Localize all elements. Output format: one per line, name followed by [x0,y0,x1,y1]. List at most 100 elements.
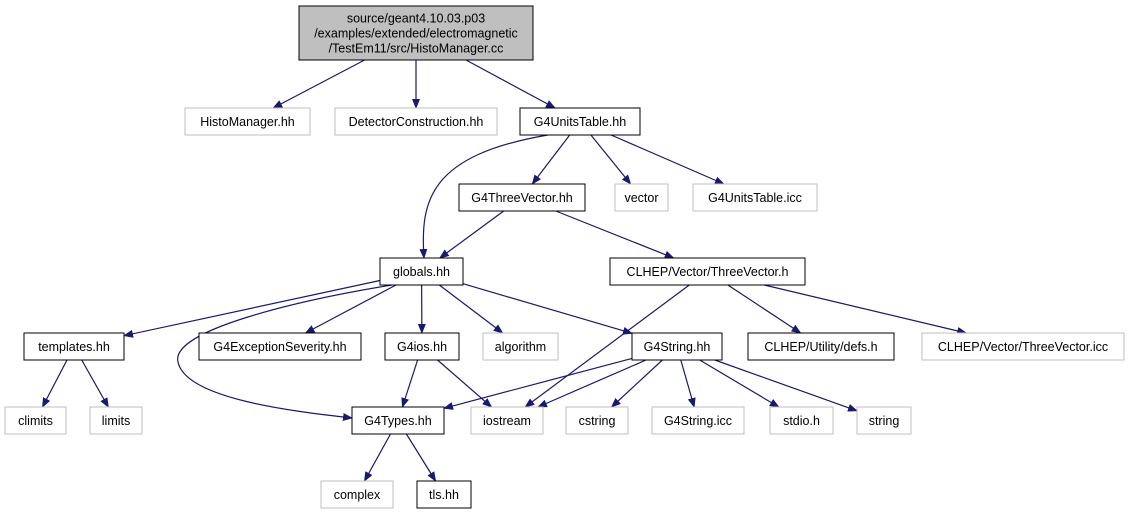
node-box [614,183,669,212]
node-label: G4ExceptionSeverity.hh [213,340,346,354]
node-vector: vector [614,183,669,212]
edge-templates-hh-to-limits [81,359,109,408]
node-box [379,257,464,286]
node-label: /TestEm11/src/HistoManager.cc [329,42,504,56]
edge-g4string-hh-to-string [714,359,858,412]
edge-g4unitstable-hh-to-globals-hh [419,134,549,259]
edge-root-to-histomanager-hh [272,59,365,109]
node-box [921,332,1125,361]
node-complex: complex [320,480,394,509]
node-box [631,332,723,361]
node-globals-hh[interactable]: globals.hh [379,257,464,286]
node-label: vector [624,191,658,205]
edge-g4types-hh-to-complex [363,433,392,482]
edge-g4string-hh-to-g4string-icc [680,359,696,408]
edge-globals-hh-to-g4exceptionseverity-hh [304,284,397,334]
node-tls-hh[interactable]: tls.hh [416,480,472,509]
node-box [23,332,125,361]
node-label: G4String.hh [644,340,711,354]
edge-clhep-threevector-h-to-clhep-threevector-icc [764,284,968,335]
node-stdio-h: stdio.h [769,406,834,435]
nodes-layer: source/geant4.10.03.p03/examples/extende… [4,5,1125,509]
node-box [416,480,472,509]
node-box [320,480,394,509]
node-label: DetectorConstruction.hh [349,115,484,129]
node-label: string [869,414,900,428]
node-label: limits [102,414,130,428]
node-box [747,332,895,361]
node-box [692,183,818,212]
node-label: CLHEP/Vector/ThreeVector.h [627,265,789,279]
node-box [470,406,544,435]
node-box [609,257,806,286]
edge-templates-hh-to-climits [41,359,68,408]
edge-g4threevector-hh-to-globals-hh [438,210,505,259]
node-g4unitstable-hh[interactable]: G4UnitsTable.hh [519,107,641,136]
edge-g4unitstable-hh-to-g4unitstable-icc [610,134,725,185]
node-box [384,332,460,361]
node-algorithm: algorithm [482,332,559,361]
node-label: G4UnitsTable.hh [534,115,626,129]
node-templates-hh[interactable]: templates.hh [23,332,125,361]
node-box [184,107,311,136]
edge-globals-hh-to-algorithm [438,284,504,334]
node-label: CLHEP/Utility/defs.h [764,340,877,354]
node-label: G4String.icc [664,414,732,428]
edges-layer [41,59,968,482]
node-box [651,406,745,435]
node-string: string [856,406,912,435]
edge-globals-hh-to-g4types-hh [177,284,393,421]
node-g4unitstable-icc: G4UnitsTable.icc [692,183,818,212]
node-clhep-threevector-h[interactable]: CLHEP/Vector/ThreeVector.h [609,257,806,286]
edge-g4ios-hh-to-iostream [437,359,493,408]
node-label: iostream [483,414,531,428]
edge-root-to-g4unitstable-hh [465,59,556,109]
node-box [4,406,67,435]
node-label: /examples/extended/electromagnetic [314,27,518,41]
node-box [458,183,586,212]
node-g4types-hh[interactable]: G4Types.hh [351,406,445,435]
edge-globals-hh-to-g4string-hh [462,283,633,335]
edge-g4string-hh-to-iostream [537,359,647,408]
node-label: tls.hh [429,488,459,502]
node-detectorconstruction-hh: DetectorConstruction.hh [334,107,498,136]
node-label: globals.hh [393,265,450,279]
node-g4threevector-hh[interactable]: G4ThreeVector.hh [458,183,586,212]
node-g4string-hh[interactable]: G4String.hh [631,332,723,361]
node-limits: limits [89,406,143,435]
edge-clhep-threevector-h-to-clhep-defs-h [727,284,802,334]
edge-g4unitstable-hh-to-g4threevector-hh [531,134,571,185]
node-box [565,406,629,435]
node-label: climits [18,414,53,428]
node-box [351,406,445,435]
node-g4string-icc: G4String.icc [651,406,745,435]
edge-g4string-hh-to-cstring [610,359,663,408]
edge-g4string-hh-to-g4types-hh [443,357,633,410]
edge-g4string-hh-to-stdio-h [699,359,780,408]
node-histomanager-hh: HistoManager.hh [184,107,311,136]
node-box [482,332,559,361]
node-root[interactable]: source/geant4.10.03.p03/examples/extende… [298,5,534,61]
node-clhep-threevector-icc: CLHEP/Vector/ThreeVector.icc [921,332,1125,361]
node-box [298,5,534,61]
node-g4ios-hh[interactable]: G4ios.hh [384,332,460,361]
edge-g4unitstable-hh-to-vector [590,134,632,185]
node-clhep-defs-h[interactable]: CLHEP/Utility/defs.h [747,332,895,361]
node-box [89,406,143,435]
node-label: templates.hh [38,340,110,354]
edge-globals-hh-to-templates-hh [123,279,381,338]
node-label: CLHEP/Vector/ThreeVector.icc [938,340,1108,354]
node-box [519,107,641,136]
node-box [334,107,498,136]
edge-g4threevector-hh-to-clhep-threevector-h [555,210,675,259]
node-label: stdio.h [783,414,820,428]
node-g4exceptionseverity-hh[interactable]: G4ExceptionSeverity.hh [198,332,362,361]
node-label: algorithm [495,340,546,354]
node-cstring: cstring [565,406,629,435]
node-iostream: iostream [470,406,544,435]
edge-clhep-threevector-h-to-iostream [524,284,690,408]
node-box [856,406,912,435]
node-label: G4Types.hh [364,414,431,428]
node-label: G4UnitsTable.icc [708,191,802,205]
